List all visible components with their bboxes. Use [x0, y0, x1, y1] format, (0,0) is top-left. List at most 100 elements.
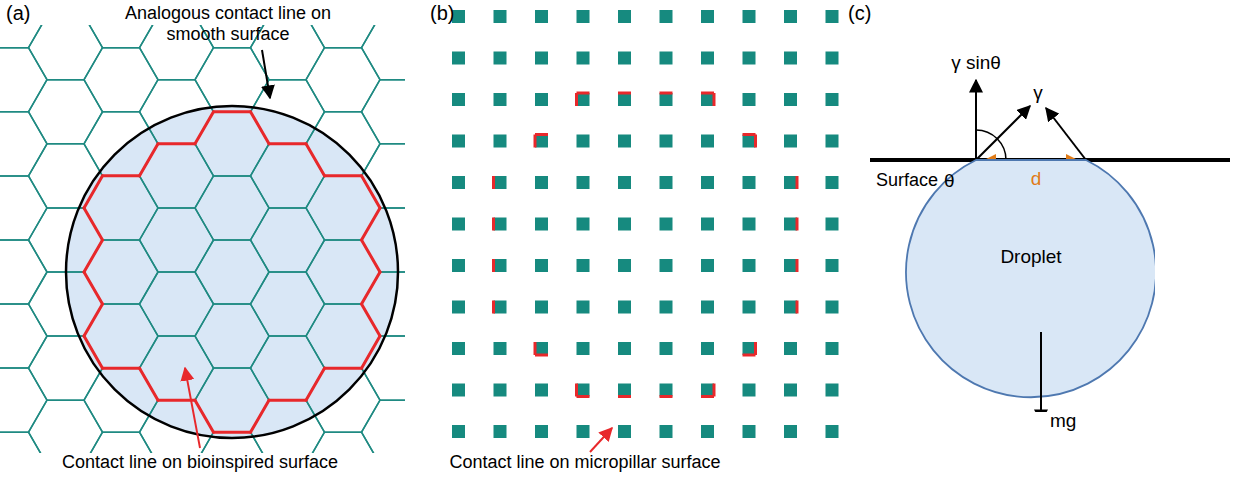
hexagon-cell	[29, 80, 103, 144]
hexagon-cell	[29, 400, 103, 453]
micropillar	[494, 218, 507, 231]
micropillar	[784, 52, 797, 65]
contact-line-segment	[660, 92, 673, 95]
hexagon-cell	[140, 80, 214, 144]
contact-line-segment	[84, 176, 103, 208]
micropillar	[660, 176, 673, 189]
micropillar	[494, 10, 507, 23]
micropillar	[577, 259, 590, 272]
micropillar	[660, 52, 673, 65]
micropillar	[784, 259, 797, 272]
hexagon-cell	[29, 25, 103, 80]
micropillar	[535, 384, 548, 397]
micropillar	[743, 135, 756, 148]
hexagon-cell	[29, 336, 103, 400]
micropillar	[660, 301, 673, 314]
force-label: γ	[1033, 82, 1043, 104]
micropillar	[701, 425, 714, 438]
micropillar	[452, 301, 465, 314]
micropillar	[743, 342, 756, 355]
micropillar	[743, 301, 756, 314]
hexagon-cell	[306, 176, 380, 240]
micropillar	[826, 218, 839, 231]
micropillar	[660, 342, 673, 355]
callout-text: Contact line on bioinspired surface	[62, 452, 338, 473]
micropillar	[660, 218, 673, 231]
micropillar	[743, 259, 756, 272]
micropillar	[535, 93, 548, 106]
micropillar	[618, 384, 631, 397]
micropillar	[743, 218, 756, 231]
contact-line-segment	[575, 384, 578, 397]
contact-line-segment	[325, 367, 362, 370]
contact-line-segment	[362, 208, 381, 240]
hexagon-cell	[0, 112, 47, 176]
callout-text: Contact line on micropillar surface	[449, 452, 720, 473]
micropillar	[494, 52, 507, 65]
contact-line-segment	[743, 354, 756, 357]
contact-line-segment	[754, 135, 757, 148]
contact-line-segment	[325, 174, 362, 177]
contact-line-segment	[103, 174, 140, 177]
micropillar	[743, 52, 756, 65]
hexagon-cell	[195, 112, 269, 176]
contact-line-segment	[575, 93, 578, 106]
micropillar	[494, 135, 507, 148]
hexagon-cell	[29, 144, 103, 208]
micropillar	[494, 342, 507, 355]
contact-line-segment	[535, 133, 548, 136]
micropillar	[618, 425, 631, 438]
hexagon-cell	[195, 304, 269, 368]
contact-line-segment	[251, 112, 270, 144]
micropillar	[577, 425, 590, 438]
contact-line-segment	[214, 431, 251, 434]
contact-line-segment	[577, 395, 590, 398]
micropillar	[826, 384, 839, 397]
micropillar	[452, 135, 465, 148]
contact-line-segment	[796, 301, 799, 314]
micropillar-grid	[452, 10, 839, 438]
micropillar	[784, 425, 797, 438]
hexagon-cell	[251, 208, 325, 272]
contact-line-segment	[754, 342, 757, 355]
micropillar	[826, 425, 839, 438]
contact-line-segment	[618, 92, 631, 95]
hexagon-cell	[0, 304, 47, 368]
micropillar	[577, 176, 590, 189]
micropillar	[535, 259, 548, 272]
contact-line-segment	[796, 176, 799, 189]
micropillar	[577, 384, 590, 397]
contact-line-segment	[84, 336, 103, 368]
contact-line-segment	[362, 336, 381, 368]
micropillar	[494, 259, 507, 272]
contact-line-segment	[492, 301, 495, 314]
micropillar	[452, 93, 465, 106]
micropillar	[618, 259, 631, 272]
hexagon-cell	[306, 112, 380, 176]
micropillar-panel	[452, 10, 839, 452]
hexagon-cell	[140, 400, 214, 453]
panel-label: (b)	[430, 2, 454, 25]
micropillar	[577, 10, 590, 23]
panel-label: (a)	[6, 2, 30, 25]
contact-line-segment	[195, 112, 214, 144]
micropillar	[743, 384, 756, 397]
micropillar	[743, 10, 756, 23]
micropillar	[660, 425, 673, 438]
hexagon-cell	[306, 240, 380, 304]
hexagon-cell	[251, 272, 325, 336]
micropillar	[535, 218, 548, 231]
contact-line-segment	[660, 395, 673, 398]
micropillar	[660, 10, 673, 23]
contact-line-segment	[84, 272, 103, 304]
contact-line-segment	[618, 395, 631, 398]
contact-line-segment	[269, 399, 306, 402]
contact-line-segment	[158, 142, 195, 145]
angle-label: θ	[944, 170, 955, 192]
contact-line-segment	[306, 144, 325, 176]
contact-line-segment	[140, 368, 159, 400]
micropillar	[494, 384, 507, 397]
contact-line-segment	[713, 93, 716, 106]
micropillar	[452, 384, 465, 397]
micropillar	[660, 93, 673, 106]
